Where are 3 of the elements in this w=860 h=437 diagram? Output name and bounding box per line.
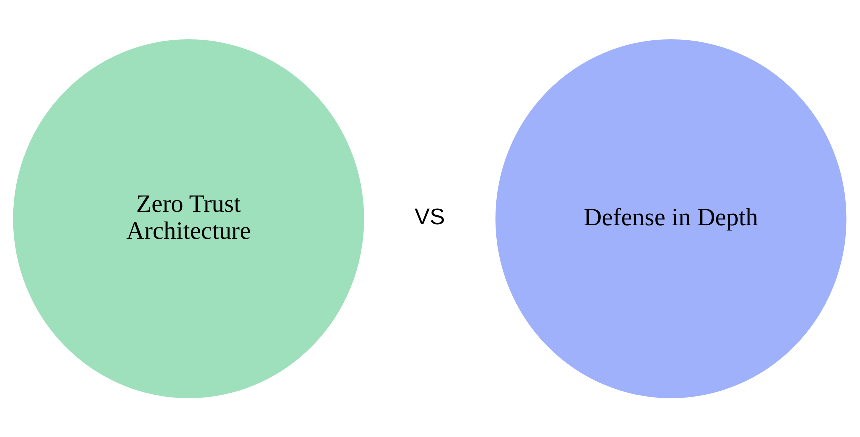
node-circle: Defense in Depth bbox=[496, 39, 847, 398]
label: VS bbox=[414, 204, 446, 230]
node-circle: Zero Trust Architecture bbox=[13, 39, 364, 398]
